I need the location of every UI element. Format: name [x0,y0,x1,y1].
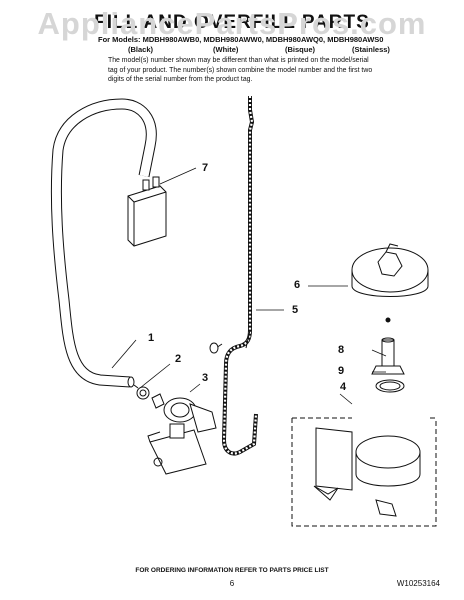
callout-9: 9 [338,365,345,377]
page-number: 6 [229,579,235,588]
color-label-white: (White) [213,45,239,54]
page-title: FILL AND OVERFILL PARTS [94,12,370,33]
float-stem-part [371,337,405,375]
flood-switch-part [291,417,437,527]
watermark: AppliancePartsPros.com [37,6,427,41]
document-number: W10253164 [396,579,440,588]
overfill-switch-part [127,176,167,247]
leader-lines [111,167,387,405]
callout-7: 7 [202,162,209,174]
callout-8: 8 [338,344,345,356]
callout-6: 6 [294,279,301,291]
callout-3: 3 [202,372,209,384]
color-label-bisque: (Bisque) [285,45,315,54]
seal-ring-part [375,379,405,393]
hose-clamp-part [133,384,150,400]
callout-1: 1 [148,332,155,344]
water-valve-part [147,393,217,475]
ordering-info: FOR ORDERING INFORMATION REFER TO PARTS … [135,567,329,574]
model-note: The model(s) number shown may be differe… [108,57,373,83]
callout-4: 4 [340,381,347,393]
callout-5: 5 [292,304,299,316]
wire-tube-part [209,96,258,456]
models-line: For Models: MDBH980AWB0, MDBH980AWW0, MD… [98,35,384,44]
fill-hose-part [50,98,157,388]
color-label-black: (Black) [128,45,154,54]
float-cap-part [351,243,429,323]
color-label-stainless: (Stainless) [352,45,390,54]
callout-2: 2 [175,353,182,365]
